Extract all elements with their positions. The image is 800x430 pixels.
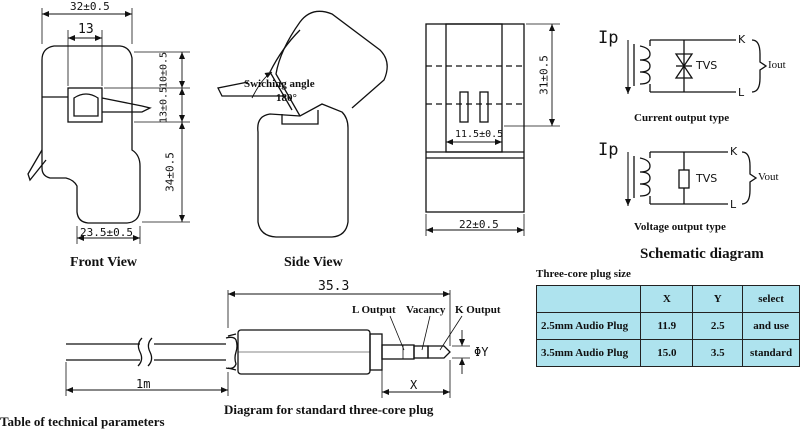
current-output-label: Iout [768,59,786,71]
front-view-caption: Front View [70,255,138,270]
current-l-terminal: L [738,86,745,99]
side-view-caption: Side View [284,255,343,270]
cable-length: 1m [136,377,151,391]
plug-diameter-label: ΦY [474,345,489,359]
table-cell: 3.5 [692,339,744,367]
vacancy-label: Vacancy [406,304,446,316]
current-k-terminal: K [738,33,746,46]
front-window-dim: 13 [78,22,94,37]
table-cell: 2.5mm Audio Plug [535,312,642,340]
back-inner-width-dim: 11.5±0.5 [455,129,504,140]
table-header-cell [535,285,642,313]
back-width-dim: 22±0.5 [459,218,499,231]
table-cell: standard [742,339,800,367]
plug-diagram-caption: Diagram for standard three-core plug [224,402,434,417]
side-view-drawing [217,10,388,238]
k-output-label: K Output [455,304,501,316]
table-header-cell: select [742,285,800,313]
table-cell: 2.5 [692,312,744,340]
table-cell: and use [742,312,800,340]
voltage-k-terminal: K [730,145,738,158]
front-width-dim: 32±0.5 [70,0,110,13]
current-output-caption: Current output type [634,112,730,124]
voltage-output-caption: Voltage output type [634,221,726,233]
switching-angle-value: 180° [276,92,297,104]
back-view-drawing [425,23,560,236]
current-tvs-label: TVS [696,59,718,72]
l-output-label: L Output [352,304,396,316]
table-cell: 3.5mm Audio Plug [535,339,642,367]
switching-angle-label: Swiching angle [244,78,315,90]
voltage-l-terminal: L [730,198,737,211]
table-header-row: X Y select [535,285,800,313]
schematic-title: Schematic diagram [640,246,764,262]
voltage-ip-label: Ip [598,140,619,160]
plug-size-table: X Y select 2.5mm Audio Plug 11.9 2.5 and… [535,285,800,367]
current-ip-label: Ip [598,28,619,48]
plug-x-dim: X [410,378,418,392]
table-header-cell: X [640,285,694,313]
table-row: 3.5mm Audio Plug 15.0 3.5 standard [535,339,800,367]
front-jaw-height-dim: 13±0.5 [158,86,170,124]
front-view-drawing [27,8,190,244]
voltage-output-schematic [625,151,758,206]
plug-drawing [65,290,470,398]
footer-text: Table of technical parameters [0,414,165,429]
front-bottom-width-dim: 23.5±0.5 [80,226,133,239]
plug-total-length: 35.3 [318,279,350,294]
table-row: 2.5mm Audio Plug 11.9 2.5 and use [535,312,800,340]
table-cell: 11.9 [640,312,694,340]
current-output-schematic [625,39,768,94]
plug-table-title: Three-core plug size [536,268,631,280]
voltage-tvs-label: TVS [696,172,718,185]
front-body-height-dim: 34±0.5 [163,152,177,192]
front-top-height-dim: 10±0.5 [158,51,170,89]
table-cell: 15.0 [640,339,694,367]
voltage-output-label: Vout [758,171,779,183]
table-header-cell: Y [692,285,744,313]
back-height-dim: 31±0.5 [537,55,551,95]
